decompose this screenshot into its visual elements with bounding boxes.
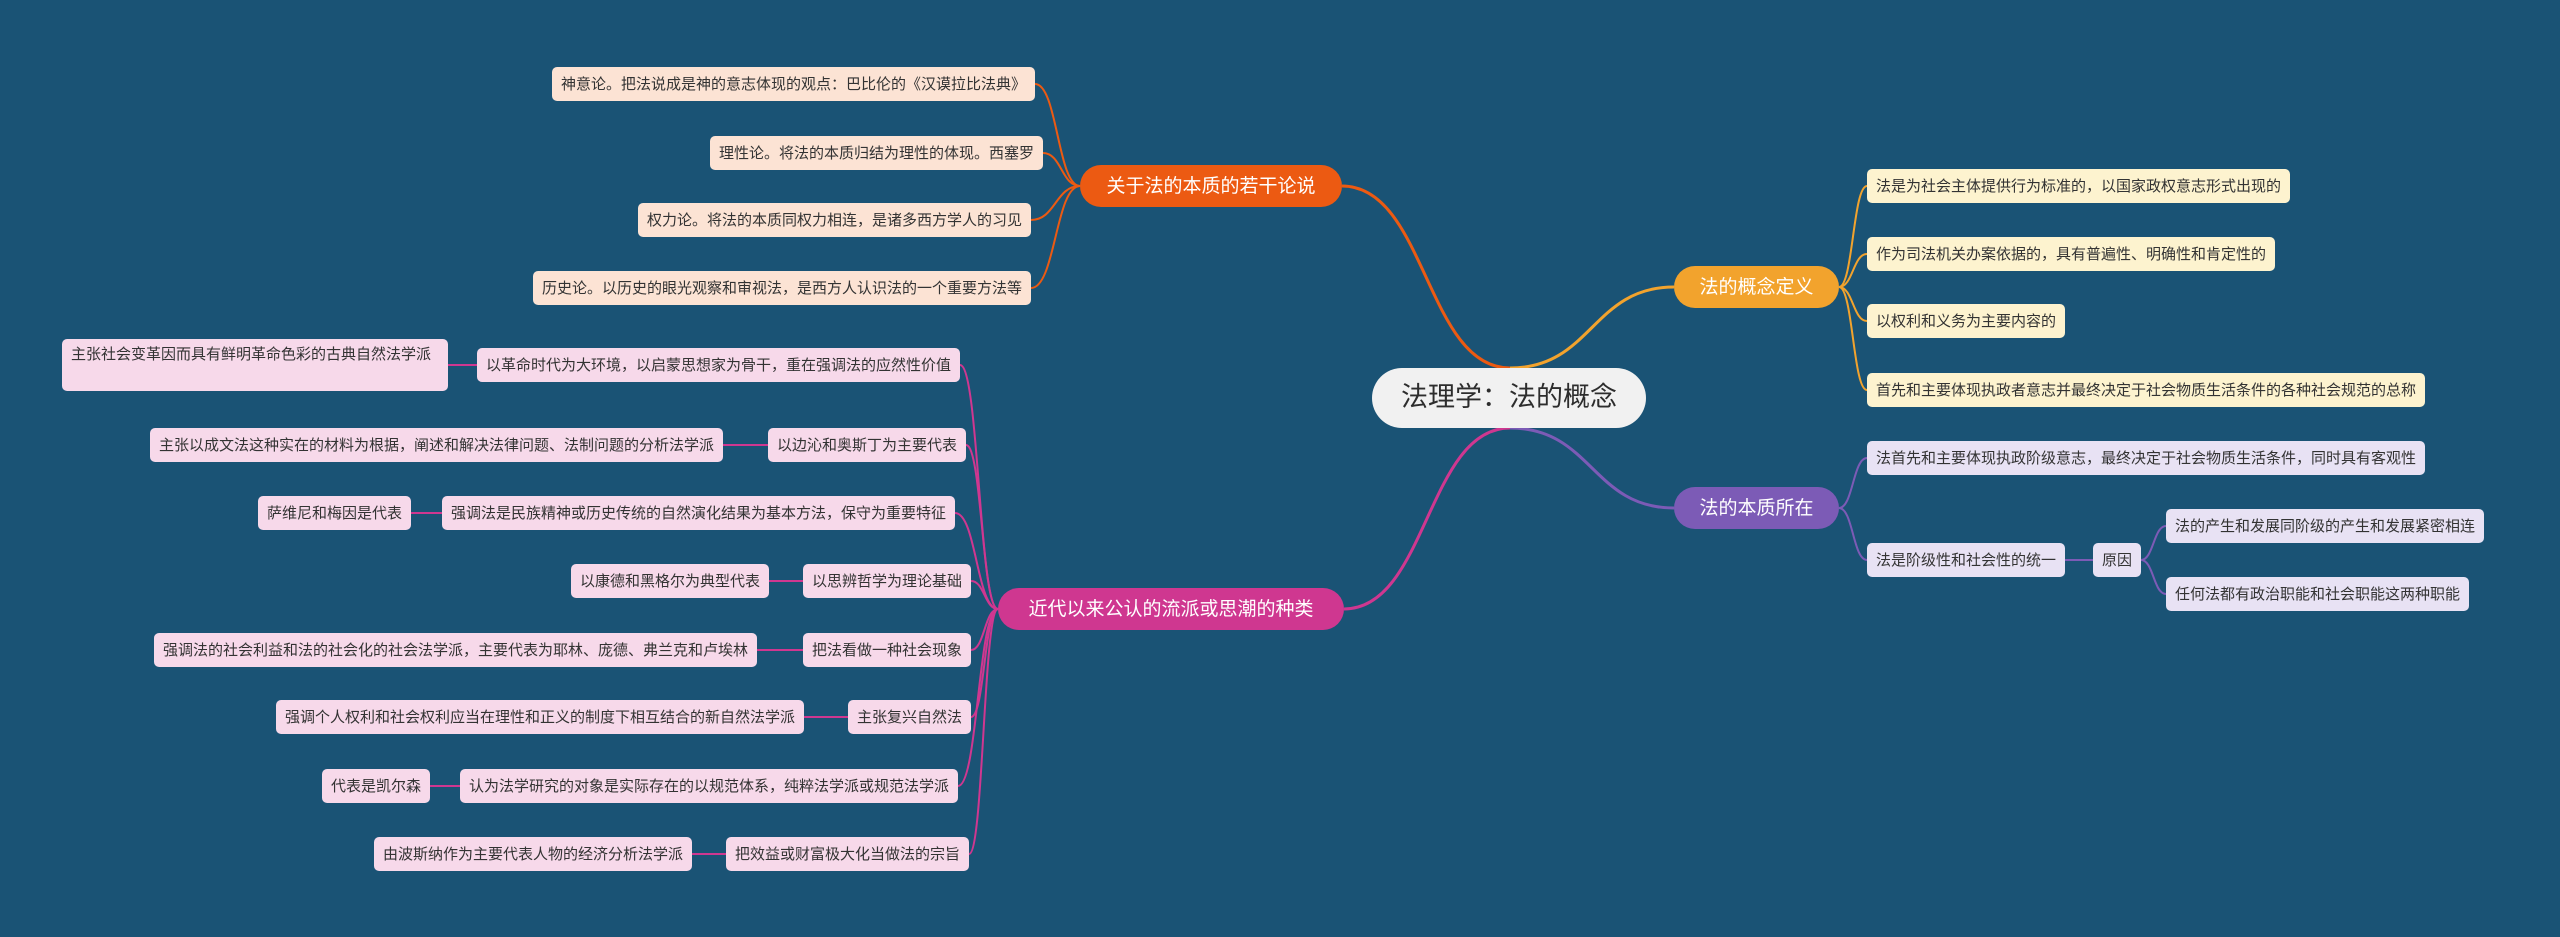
school-detail[interactable]: 由波斯纳作为主要代表人物的经济分析法学派 bbox=[374, 837, 693, 871]
essence-reason-item[interactable]: 法的产生和发展同阶级的产生和发展紧密相连 bbox=[2166, 509, 2485, 543]
school-detail[interactable]: 萨维尼和梅因是代表 bbox=[258, 496, 412, 530]
school-item[interactable]: 以革命时代为大环境，以启蒙思想家为骨干，重在强调法的应然性价值 bbox=[477, 348, 961, 382]
school-item[interactable]: 以思辨哲学为理论基础 bbox=[803, 564, 972, 598]
connector-line bbox=[1030, 185, 1081, 221]
connector-line bbox=[968, 608, 999, 855]
branch-definition[interactable]: 法的概念定义 bbox=[1674, 266, 1839, 308]
school-detail[interactable]: 强调法的社会利益和法的社会化的社会法学派，主要代表为耶林、庞德、弗兰克和卢埃林 bbox=[154, 633, 758, 667]
branch-essence[interactable]: 法的本质所在 bbox=[1674, 487, 1839, 529]
school-item[interactable]: 以边沁和奥斯丁为主要代表 bbox=[768, 428, 967, 462]
school-detail[interactable]: 强调个人权利和社会权利应当在理性和正义的制度下相互结合的新自然法学派 bbox=[276, 700, 805, 734]
essence-reason[interactable]: 原因 bbox=[2093, 543, 2142, 577]
connector-line bbox=[970, 580, 999, 610]
school-detail[interactable]: 代表是凯尔森 bbox=[322, 769, 431, 803]
school-item[interactable]: 把法看做一种社会现象 bbox=[803, 633, 972, 667]
school-detail[interactable]: 主张以成文法这种实在的材料为根据，阐述和解决法律问题、法制问题的分析法学派 bbox=[150, 428, 724, 462]
essence-item[interactable]: 法是阶级性和社会性的统一 bbox=[1867, 543, 2066, 577]
branch-schools[interactable]: 近代以来公认的流派或思潮的种类 bbox=[998, 588, 1344, 630]
connector-line bbox=[1509, 426, 1675, 510]
connector-line bbox=[1838, 286, 1868, 391]
definition-item[interactable]: 以权利和义务为主要内容的 bbox=[1867, 304, 2066, 338]
definition-item[interactable]: 法是为社会主体提供行为标准的，以国家政权意志形式出现的 bbox=[1867, 169, 2291, 203]
connector-line bbox=[1042, 152, 1081, 187]
connector-line bbox=[965, 444, 999, 610]
school-item[interactable]: 主张复兴自然法 bbox=[848, 700, 972, 734]
connector-line bbox=[1343, 426, 1511, 611]
connector-line bbox=[1030, 185, 1081, 289]
theory-item-power[interactable]: 权力论。将法的本质同权力相连，是诸多西方学人的习见 bbox=[638, 203, 1032, 237]
school-item[interactable]: 认为法学研究的对象是实际存在的以规范体系，纯粹法学派或规范法学派 bbox=[460, 769, 959, 803]
theory-item-history[interactable]: 历史论。以历史的眼光观察和审视法，是西方人认识法的一个重要方法等 bbox=[533, 271, 1032, 305]
theory-item-reason[interactable]: 理性论。将法的本质归结为理性的体现。西塞罗 bbox=[710, 136, 1044, 170]
definition-item[interactable]: 作为司法机关办案依据的，具有普遍性、明确性和肯定性的 bbox=[1867, 237, 2276, 271]
school-detail[interactable]: 以康德和黑格尔为典型代表 bbox=[571, 564, 770, 598]
branch-theories[interactable]: 关于法的本质的若干论说 bbox=[1080, 165, 1342, 207]
connector-line bbox=[1034, 83, 1081, 187]
definition-item[interactable]: 首先和主要体现执政者意志并最终决定于社会物质生活条件的各种社会规范的总称 bbox=[1867, 373, 2426, 407]
connector-line bbox=[957, 608, 999, 787]
root-topic[interactable]: 法理学：法的概念 bbox=[1372, 368, 1646, 428]
connector-line bbox=[1838, 185, 1868, 288]
connector-line bbox=[1838, 457, 1868, 509]
school-item[interactable]: 把效益或财富极大化当做法的宗旨 bbox=[726, 837, 970, 871]
essence-reason-item[interactable]: 任何法都有政治职能和社会职能这两种职能 bbox=[2166, 577, 2470, 611]
connector-line bbox=[1341, 184, 1511, 370]
school-detail[interactable]: 主张社会变革因而具有鲜明革命色彩的古典自然法学派 bbox=[62, 339, 448, 391]
essence-item[interactable]: 法首先和主要体现执政阶级意志，最终决定于社会物质生活条件，同时具有客观性 bbox=[1867, 441, 2426, 475]
connector-line bbox=[2140, 559, 2167, 595]
connector-line bbox=[1838, 253, 1868, 288]
connector-line bbox=[2140, 525, 2167, 561]
school-item[interactable]: 强调法是民族精神或历史传统的自然演化结果为基本方法，保守为重要特征 bbox=[442, 496, 956, 530]
connector-line bbox=[1838, 507, 1868, 561]
connector-line bbox=[1509, 285, 1675, 370]
theory-item-divine[interactable]: 神意论。把法说成是神的意志体现的观点：巴比伦的《汉谟拉比法典》 bbox=[552, 67, 1036, 101]
